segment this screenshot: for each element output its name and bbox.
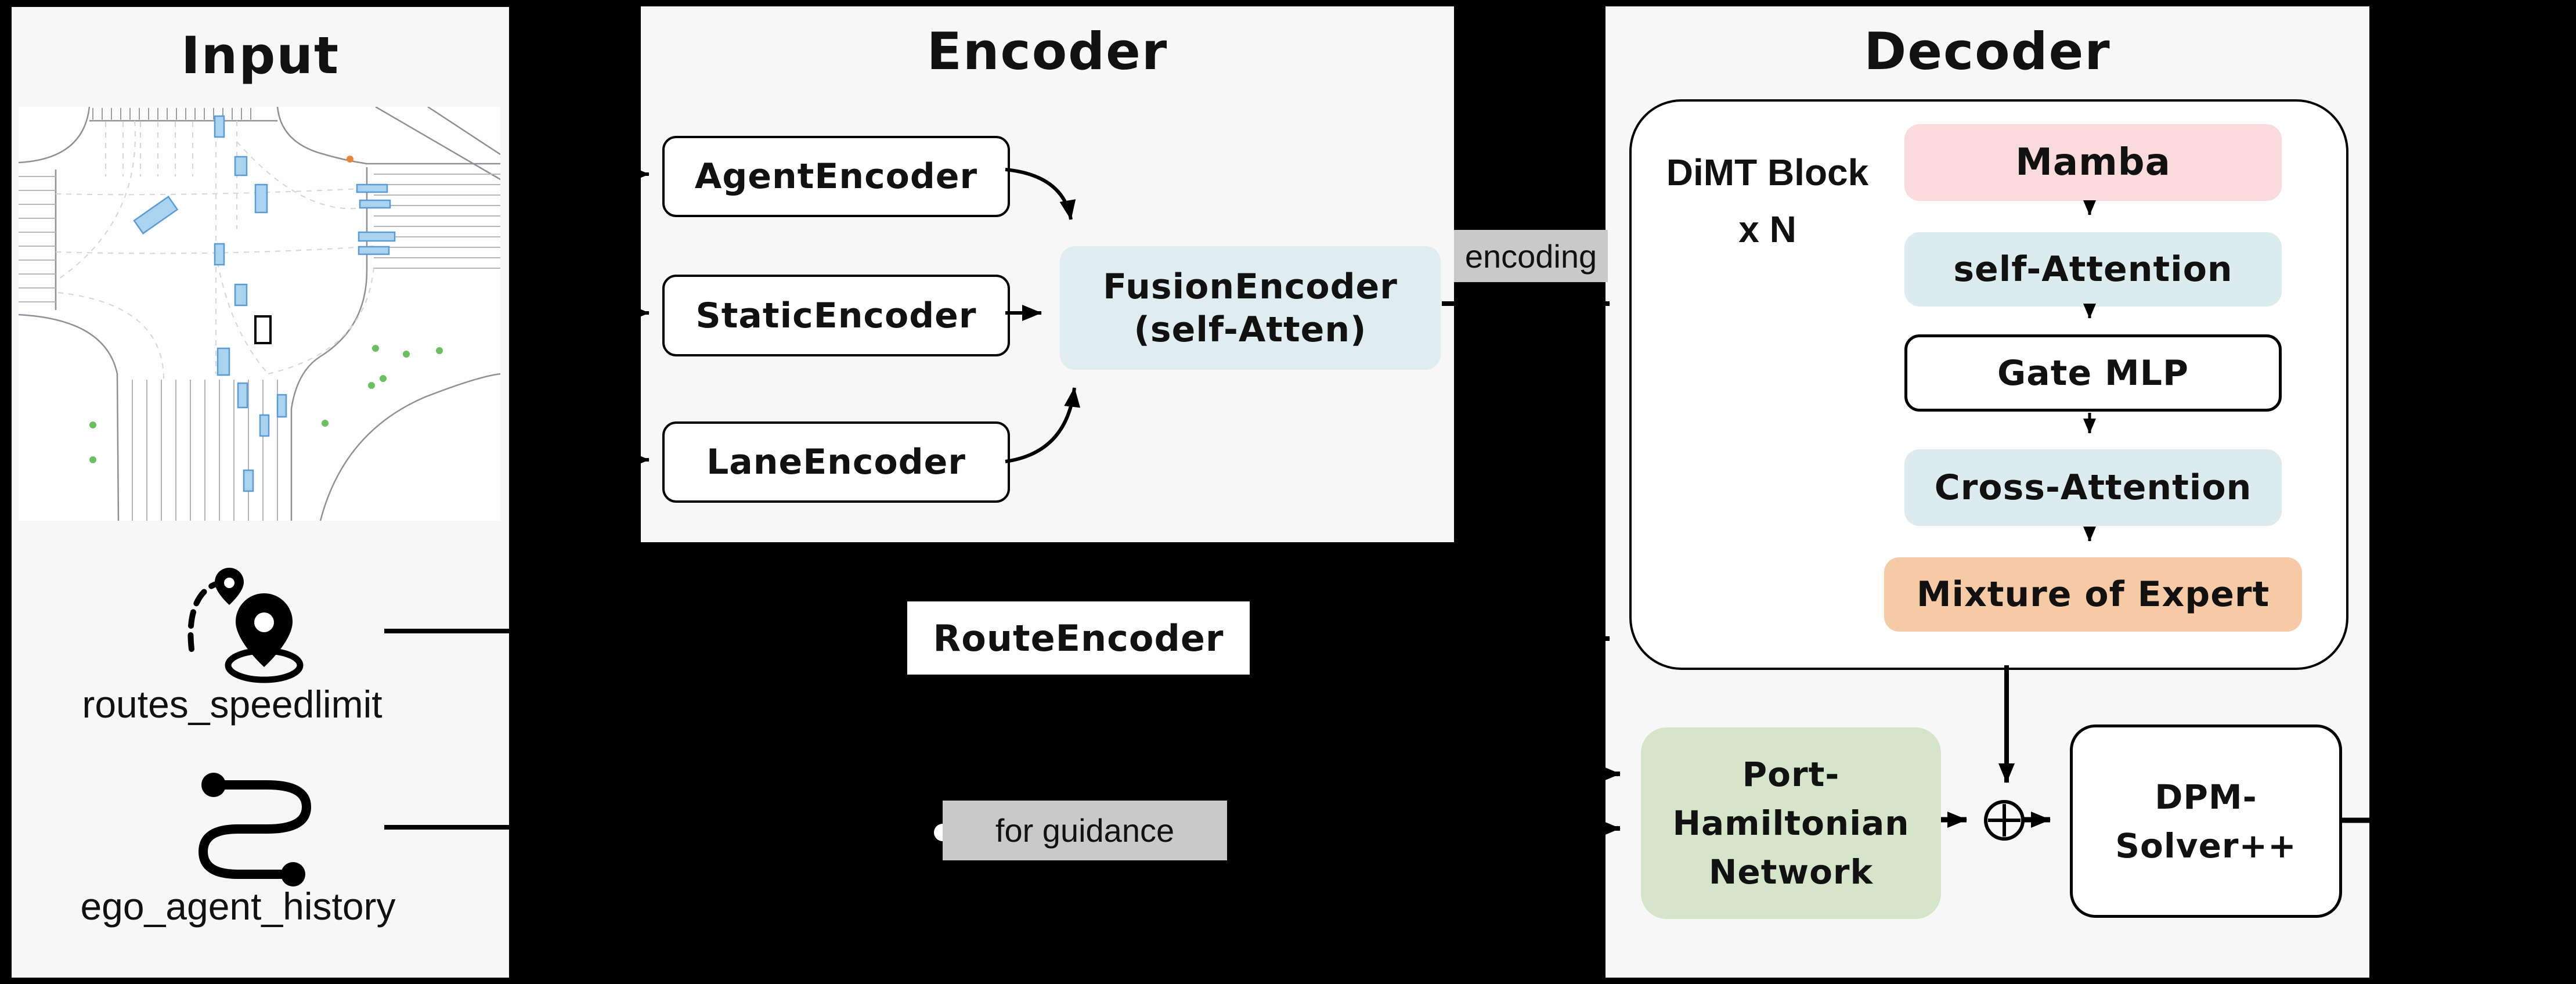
dimt-block-line2: x N xyxy=(1738,208,1796,250)
map-ego-vehicle xyxy=(254,315,272,344)
dimt-block-line1: DiMT Block xyxy=(1666,152,1869,193)
port-hamiltonian-box: Port- Hamiltonian Network xyxy=(1641,727,1941,919)
dpm-line2: Solver++ xyxy=(2115,826,2297,866)
map-pedestrians xyxy=(89,345,443,463)
fusion-encoder-line2: (self-Atten) xyxy=(1134,309,1367,350)
ego-agent-history-label: ego_agent_history xyxy=(80,885,396,928)
decoder-panel-title: Decoder xyxy=(1864,21,2111,81)
dimt-block-label: DiMT Block x N xyxy=(1643,143,1892,259)
fusion-encoder-box: FusionEncoder (self-Atten) xyxy=(1060,246,1441,370)
agent-encoder-box: AgentEncoder xyxy=(662,136,1010,217)
phn-line1: Port- xyxy=(1742,755,1840,794)
map-vehicles xyxy=(133,115,396,492)
map-icon xyxy=(19,107,500,521)
phn-line3: Network xyxy=(1708,852,1874,892)
input-panel-title: Input xyxy=(181,25,340,85)
dpm-solver-box: DPM- Solver++ xyxy=(2070,725,2342,918)
for-guidance-tag: for guidance xyxy=(943,801,1227,860)
route-encoder-box: RouteEncoder xyxy=(907,601,1250,675)
phn-line2: Hamiltonian xyxy=(1672,803,1910,843)
map-crosswalk-ticks xyxy=(92,108,251,120)
map-background xyxy=(19,107,500,521)
dpm-line1: DPM- xyxy=(2155,777,2257,817)
map-pedestrian-orange xyxy=(347,156,353,163)
input-panel: Input routes_speedlimit ego_agent_histor… xyxy=(12,7,509,978)
static-encoder-box: StaticEncoder xyxy=(662,275,1010,356)
guidance-connector-dot xyxy=(934,824,943,841)
encoder-panel-title: Encoder xyxy=(926,21,1168,81)
gate-mlp-box: Gate MLP xyxy=(1904,334,2282,412)
encoding-tag: encoding xyxy=(1454,230,1608,282)
lane-encoder-box: LaneEncoder xyxy=(662,421,1010,503)
mamba-box: Mamba xyxy=(1904,124,2282,201)
routes-speedlimit-label: routes_speedlimit xyxy=(82,683,383,726)
cross-attention-box: Cross-Attention xyxy=(1904,449,2282,526)
fusion-encoder-line1: FusionEncoder xyxy=(1103,266,1398,307)
mixture-of-expert-box: Mixture of Expert xyxy=(1884,557,2302,632)
self-attention-box: self-Attention xyxy=(1904,232,2282,307)
